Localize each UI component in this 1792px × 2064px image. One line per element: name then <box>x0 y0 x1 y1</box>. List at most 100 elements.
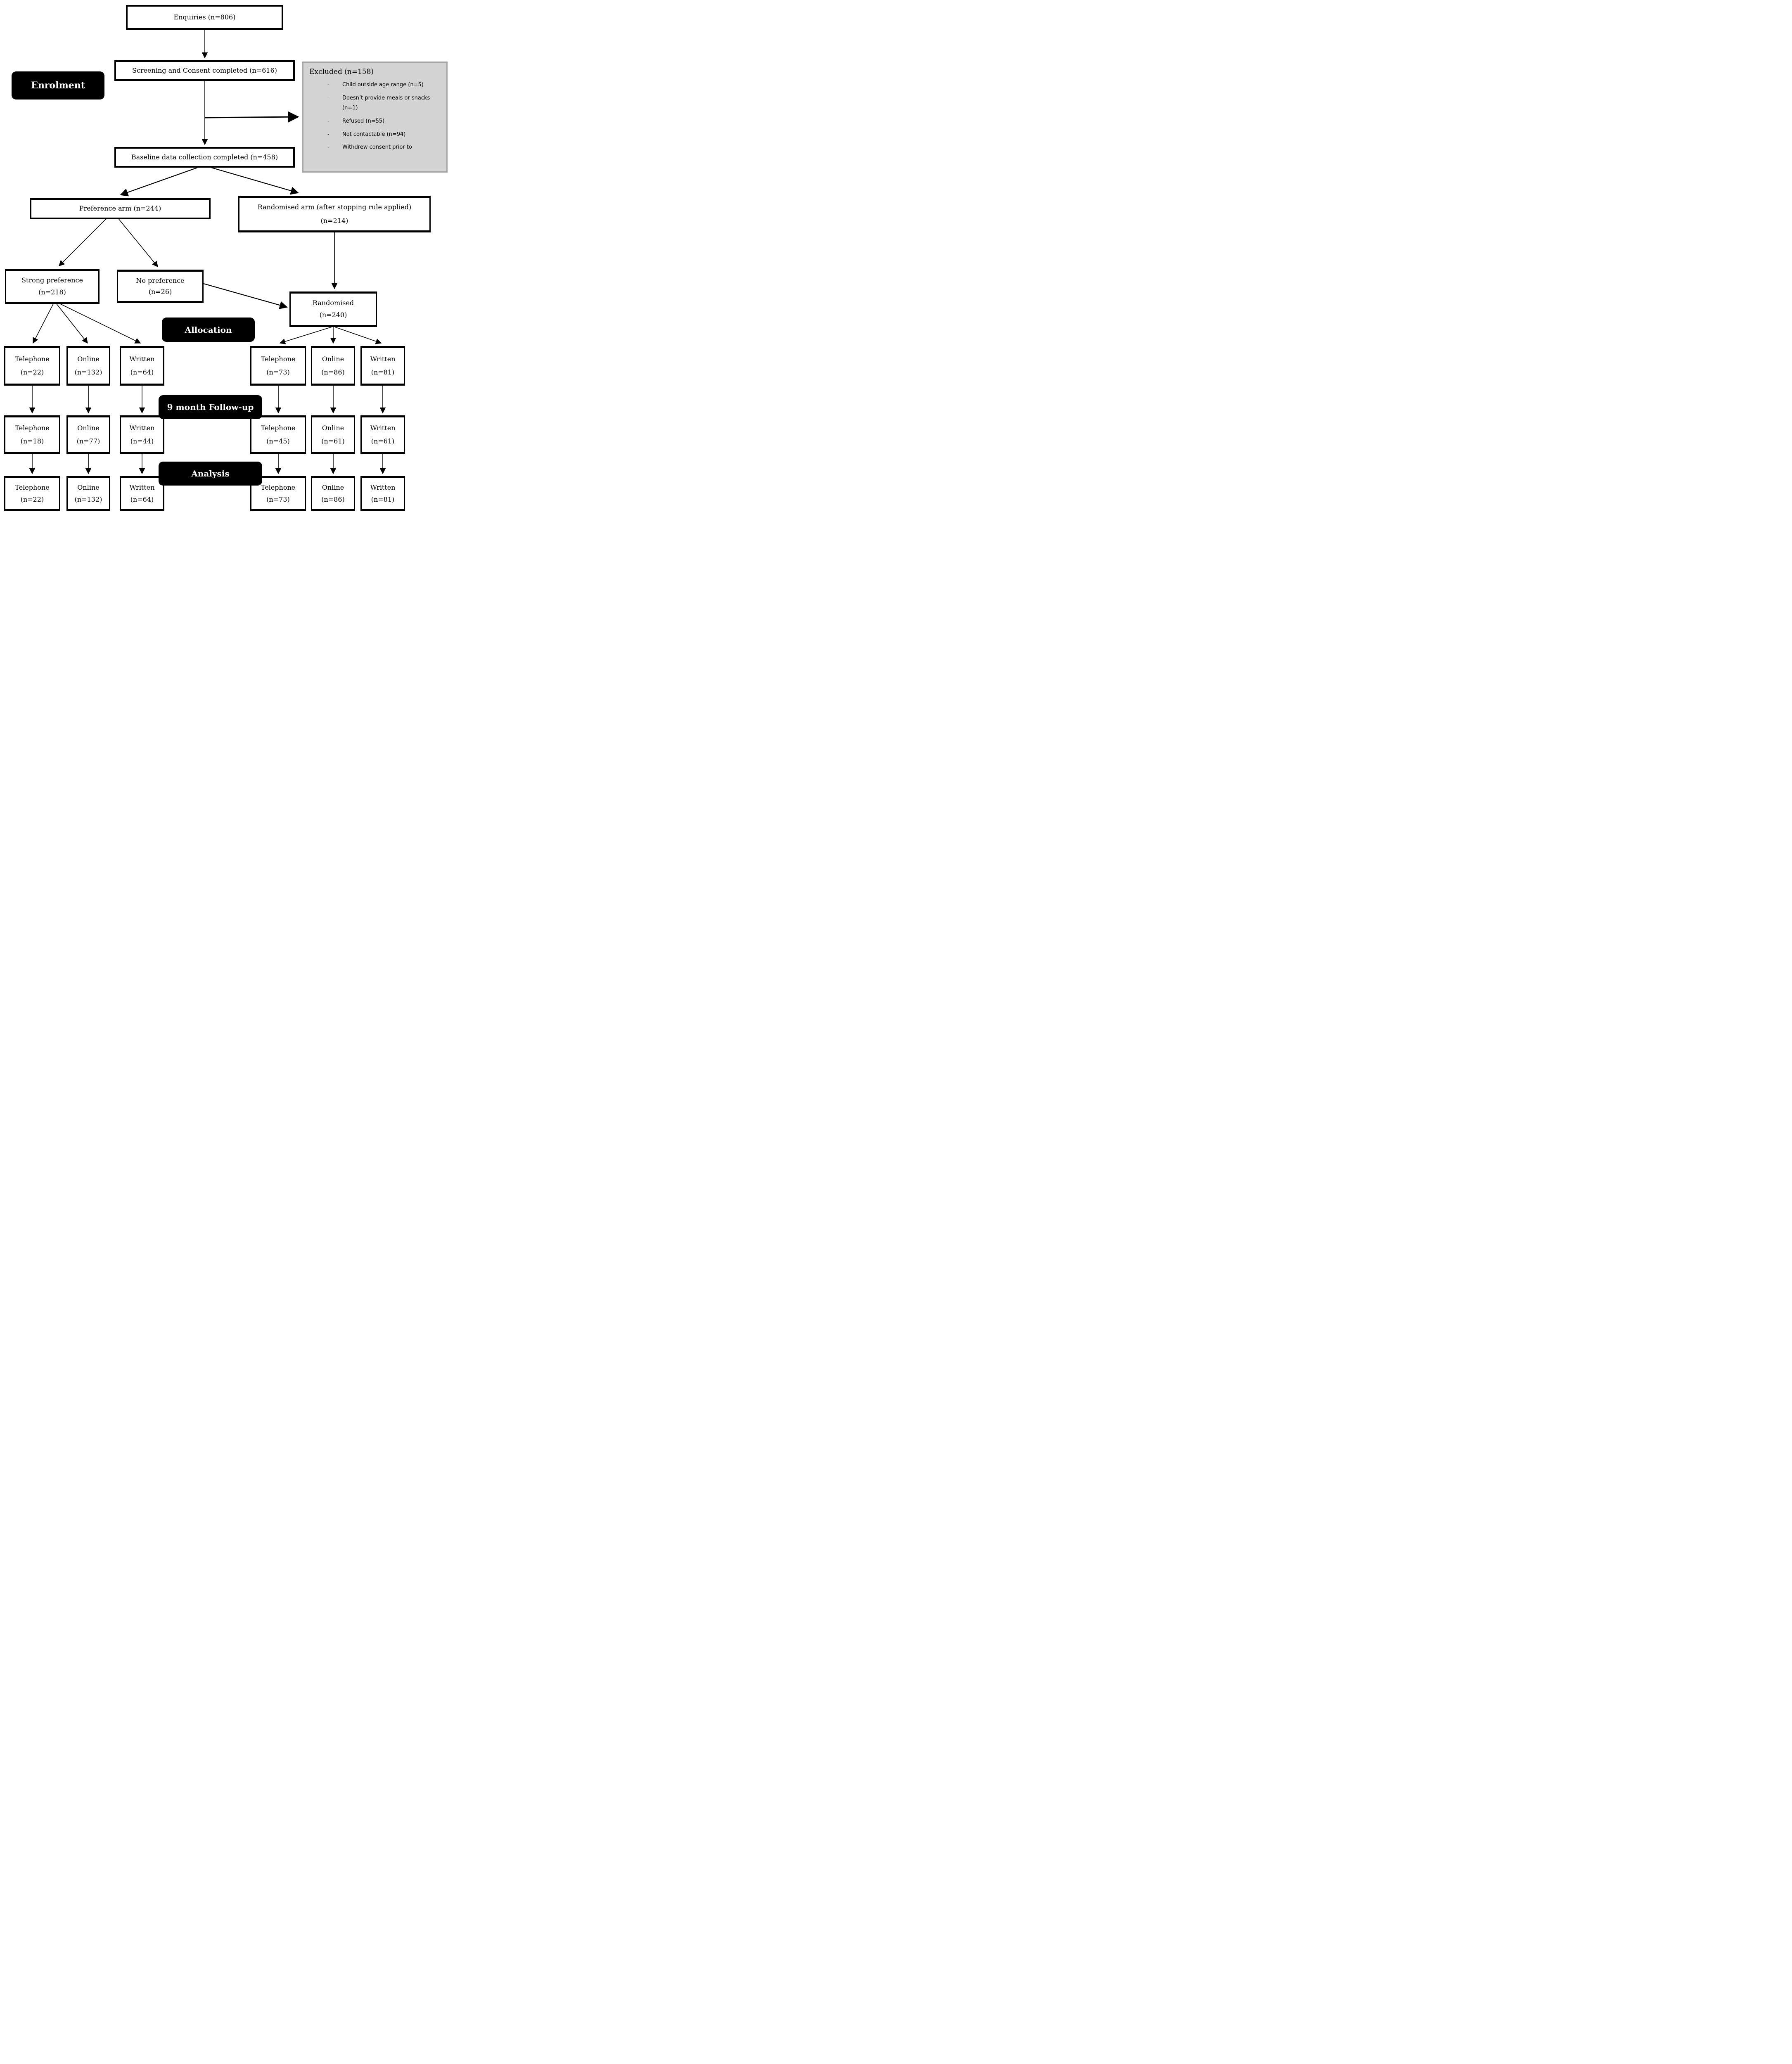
followup-preference-telephone-box: Telephone (n=18) <box>4 415 60 454</box>
box-line2: (n=61) <box>321 437 345 445</box>
enrolment-label: Enrolment <box>31 80 85 91</box>
strong-preference-line1: Strong preference <box>21 276 83 284</box>
box-line2: (n=64) <box>130 495 154 503</box>
box-line2: (n=132) <box>74 368 102 376</box>
excluded-item-text: Child outside age range (n=5) <box>342 82 424 88</box>
box-line1: Telephone <box>15 483 50 492</box>
followup-label: 9 month Follow-up <box>167 402 254 412</box>
box-line1: Written <box>129 424 155 432</box>
followup-preference-written-box: Written (n=44) <box>120 415 164 454</box>
box-line1: Written <box>370 483 396 492</box>
box-line1: Written <box>370 424 396 432</box>
box-line1: Online <box>322 355 344 363</box>
box-line1: Online <box>77 483 100 492</box>
strong-preference-line2: (n=218) <box>38 288 66 296</box>
analysis-preference-online-box: Online (n=132) <box>66 476 110 511</box>
excluded-dash: - <box>327 131 329 137</box>
followup-randomised-written-box: Written (n=61) <box>360 415 405 454</box>
excluded-item: - Not contactable (n=94) <box>303 130 446 140</box>
excluded-item: - Doesn’t provide meals or snacks (n=1) <box>303 93 446 114</box>
strong-preference-box: Strong preference (n=218) <box>5 269 100 304</box>
followup-randomised-online-box: Online (n=61) <box>311 415 355 454</box>
baseline-box: Baseline data collection completed (n=45… <box>114 147 295 168</box>
box-line2: (n=73) <box>266 368 290 376</box>
box-line1: Telephone <box>15 424 50 432</box>
analysis-preference-written-box: Written (n=64) <box>120 476 164 511</box>
box-line1: Online <box>322 424 344 432</box>
excluded-dash: - <box>327 95 329 101</box>
box-line1: Online <box>322 483 344 492</box>
enquiries-box: Enquiries (n=806) <box>126 5 283 30</box>
consort-flow-diagram: Enquiries (n=806) Screening and Consent … <box>0 0 448 516</box>
arrow-randomised-to-telephone73 <box>279 327 332 345</box>
box-line2: (n=77) <box>76 437 100 445</box>
preference-arm-label: Preference arm (n=244) <box>79 204 161 213</box>
box-line1: Written <box>129 483 155 492</box>
box-line2: (n=132) <box>74 495 102 503</box>
box-line1: Written <box>129 355 155 363</box>
box-line1: Online <box>77 355 100 363</box>
box-line1: Written <box>370 355 396 363</box>
analysis-randomised-written-box: Written (n=81) <box>360 476 405 511</box>
excluded-item-text: Refused (n=55) <box>342 118 385 125</box>
baseline-label: Baseline data collection completed (n=45… <box>131 153 278 161</box>
screening-label: Screening and Consent completed (n=616) <box>132 66 277 74</box>
no-preference-line2: (n=26) <box>148 287 172 296</box>
box-line1: Telephone <box>15 355 50 363</box>
box-line1: Telephone <box>261 424 296 432</box>
box-line2: (n=73) <box>266 495 290 503</box>
box-line2: (n=81) <box>371 495 395 503</box>
randomised-arm-line1: Randomised arm (after stopping rule appl… <box>257 203 412 211</box>
arrow-strong-to-telephone22 <box>33 303 54 344</box>
screening-box: Screening and Consent completed (n=616) <box>114 60 295 81</box>
stage-label-enrolment: Enrolment <box>12 71 104 100</box>
excluded-item-text: Doesn’t provide meals or snacks (n=1) <box>342 95 430 111</box>
allocation-label: Allocation <box>185 325 232 335</box>
stage-label-followup: 9 month Follow-up <box>159 395 262 419</box>
analysis-label: Analysis <box>191 469 230 479</box>
box-line2: (n=64) <box>130 368 154 376</box>
stage-label-analysis: Analysis <box>159 462 262 486</box>
box-line1: Online <box>77 424 100 432</box>
arrow-baseline-to-preference-arm <box>120 167 198 197</box>
arrow-strong-to-online132 <box>56 303 88 344</box>
box-line2: (n=18) <box>20 437 44 445</box>
randomised-box: Randomised (n=240) <box>289 291 377 327</box>
excluded-dash: - <box>327 118 329 125</box>
preference-arm-box: Preference arm (n=244) <box>30 198 211 219</box>
box-line2: (n=44) <box>130 437 154 445</box>
arrow-randomised-to-written81 <box>334 327 382 344</box>
randomised-arm-box: Randomised arm (after stopping rule appl… <box>238 196 431 232</box>
excluded-item-text: Withdrew consent prior to <box>342 144 412 151</box>
allocation-randomised-online-box: Online (n=86) <box>311 346 355 386</box>
allocation-preference-written-box: Written (n=64) <box>120 346 164 386</box>
enquiries-label: Enquiries (n=806) <box>173 13 236 21</box>
box-line1: Telephone <box>261 355 296 363</box>
excluded-title: Excluded (n=158) <box>309 68 374 76</box>
arrow-strong-to-written64 <box>60 303 141 344</box>
no-preference-box: No preference (n=26) <box>117 270 204 303</box>
excluded-dash: - <box>327 144 329 151</box>
randomised-arm-line2: (n=214) <box>320 216 348 225</box>
followup-preference-online-box: Online (n=77) <box>66 415 110 454</box>
randomised-line1: Randomised <box>312 299 354 307</box>
box-line2: (n=22) <box>20 368 44 376</box>
flow-arrows <box>29 30 386 474</box>
no-preference-line1: No preference <box>136 276 185 284</box>
excluded-item-text: Not contactable (n=94) <box>342 131 406 137</box>
allocation-randomised-written-box: Written (n=81) <box>360 346 405 386</box>
randomised-line2: (n=240) <box>319 311 347 319</box>
excluded-box: Excluded (n=158) - Child outside age ran… <box>302 62 448 173</box>
box-line1: Telephone <box>261 483 296 492</box>
arrow-branch-to-excluded <box>204 111 299 123</box>
excluded-item: - Refused (n=55) <box>303 116 446 127</box>
arrow-preference-to-no-preference <box>119 219 158 268</box>
allocation-preference-online-box: Online (n=132) <box>66 346 110 386</box>
allocation-randomised-telephone-box: Telephone (n=73) <box>250 346 306 386</box>
box-line2: (n=61) <box>371 437 395 445</box>
box-line2: (n=81) <box>371 368 395 376</box>
box-line2: (n=22) <box>20 495 44 503</box>
stage-label-allocation: Allocation <box>162 318 255 342</box>
excluded-dash: - <box>327 82 329 88</box>
allocation-preference-telephone-box: Telephone (n=22) <box>4 346 60 386</box>
